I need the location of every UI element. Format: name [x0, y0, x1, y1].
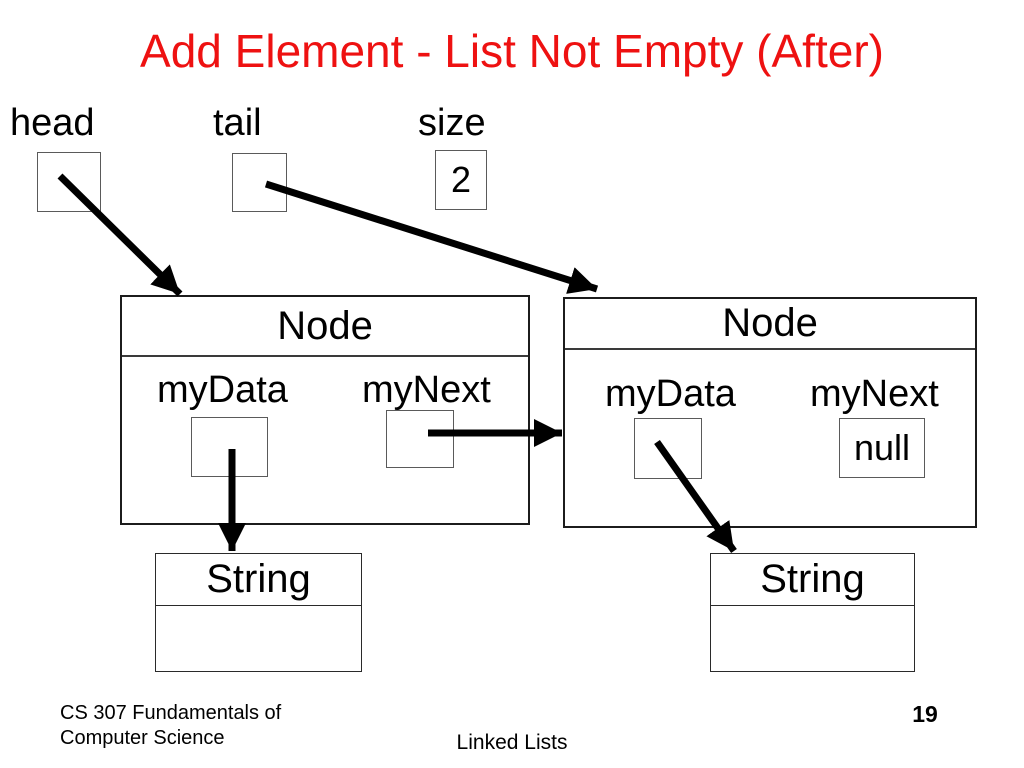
node2-mydata-label: myData [605, 373, 736, 415]
page-number: 19 [912, 701, 938, 727]
node2-mynext-box: null [839, 418, 925, 478]
node2: Node myData myNext null [563, 297, 977, 528]
size-box: 2 [435, 150, 487, 210]
node2-title: Node [565, 299, 975, 350]
node1-mydata-box [191, 417, 268, 477]
head-box [37, 152, 101, 212]
tail-label: tail [213, 102, 262, 144]
head-label: head [10, 102, 95, 144]
string1-title: String [156, 554, 361, 606]
arrow-tail-to-node2 [264, 180, 599, 294]
node1-title: Node [122, 297, 528, 357]
string1: String [155, 553, 362, 672]
string2: String [710, 553, 915, 672]
footer-topic: Linked Lists [456, 731, 568, 754]
string2-title: String [711, 554, 914, 606]
slide-title: Add Element - List Not Empty (After) [140, 25, 884, 77]
node1: Node myData myNext [120, 295, 530, 525]
size-label: size [418, 102, 486, 144]
node1-mynext-box [386, 410, 454, 468]
footer-course: CS 307 Fundamentals of Computer Science [60, 702, 282, 750]
node1-mynext-label: myNext [362, 369, 491, 411]
node1-mydata-label: myData [157, 369, 288, 411]
node2-mynext-label: myNext [810, 373, 939, 415]
node2-mydata-box [634, 418, 702, 479]
tail-box [232, 153, 287, 212]
